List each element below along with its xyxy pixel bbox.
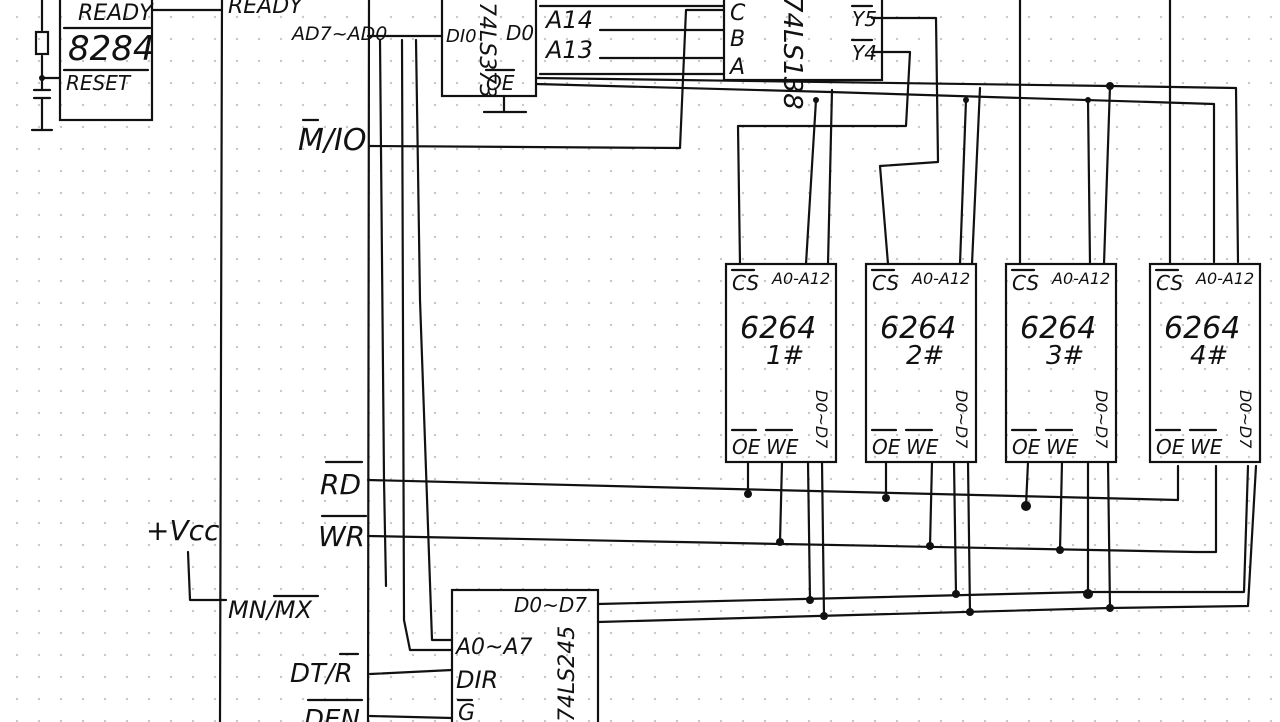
- ad-bus-label: AD7~AD0: [290, 23, 387, 45]
- latch-do-label: D0: [506, 21, 534, 45]
- memory-chip-body: [724, 262, 838, 464]
- cpu-ready-label: READY: [228, 0, 304, 19]
- memory-chip-we-label: WE: [1190, 435, 1223, 459]
- clock-generator-8284: READY 8284 RESET: [58, 0, 155, 122]
- memory-chip-we-label: WE: [906, 435, 939, 459]
- m-io-label: M/IO: [298, 123, 366, 158]
- memory-chip-index: 1#: [766, 341, 804, 371]
- latch-chip-name: 74LS373: [474, 2, 499, 98]
- reset-rc-network: [30, 0, 62, 132]
- mn-mx-label: MN/MX: [228, 596, 312, 624]
- clock-chip-name: 8284: [68, 29, 155, 69]
- decoder-address-inputs: A14 A13: [538, 4, 726, 76]
- dt-r-signal: DT/R: [290, 652, 360, 689]
- bus-wiring: [366, 34, 1258, 720]
- memory-chip-addr-label: A0-A12: [911, 269, 970, 288]
- memory-chip-name: 6264: [880, 311, 956, 346]
- memory-chip-name: 6264: [740, 311, 816, 346]
- memory-chip-cs-label: CS: [872, 271, 899, 295]
- den-signal: DEN: [304, 698, 364, 722]
- memory-chip-addr-label: A0-A12: [771, 269, 830, 288]
- memory-chip-data-label: D0~D7: [952, 390, 971, 449]
- memory-chip-oe-label: OE: [1012, 435, 1041, 459]
- rd-signal: RD: [320, 460, 364, 501]
- junction-dots: [744, 82, 1114, 620]
- wr-signal: WR: [318, 514, 368, 553]
- memory-chip-oe-label: OE: [1156, 435, 1185, 459]
- memory-chip-oe-label: OE: [872, 435, 901, 459]
- decoder-a-label: A: [728, 55, 745, 80]
- memory-chip-cs-label: CS: [732, 271, 759, 295]
- transceiver-a-label: A0~A7: [454, 635, 533, 660]
- dt-r-label: DT/R: [290, 659, 353, 689]
- memory-chip-data-label: D0~D7: [812, 390, 831, 449]
- a14-label: A14: [544, 6, 593, 34]
- memory-chip-index: 3#: [1046, 341, 1084, 371]
- memory-chip-body: [864, 262, 978, 464]
- decoder-b-label: B: [730, 27, 745, 52]
- memory-chip-oe-label: OE: [732, 435, 761, 459]
- memory-chip-cs-label: CS: [1156, 271, 1183, 295]
- a13-label: A13: [544, 36, 593, 64]
- rd-label: RD: [320, 468, 361, 501]
- memory-chip-index: 4#: [1190, 341, 1228, 371]
- memory-chip-cs-label: CS: [1012, 271, 1039, 295]
- memory-chip-data-label: D0~D7: [1092, 390, 1111, 449]
- transceiver-g-label: G: [458, 701, 475, 722]
- decoder-c-label: C: [730, 1, 746, 26]
- transceiver-chip-name: 74LS245: [555, 626, 580, 722]
- den-label: DEN: [304, 705, 360, 722]
- m-io-signal: M/IO: [298, 118, 366, 158]
- vcc-connection: +Vcc: [146, 514, 228, 602]
- memory-chip-name: 6264: [1164, 311, 1240, 346]
- wr-label: WR: [318, 520, 365, 553]
- latch-74ls373: DI0 D0 OE 74LS373: [440, 0, 538, 114]
- memory-chip-body: [1004, 262, 1118, 464]
- memory-chip-we-label: WE: [1046, 435, 1079, 459]
- memory-chip-body: [1148, 262, 1262, 464]
- memory-chip-we-label: WE: [766, 435, 799, 459]
- transceiver-dir-label: DIR: [456, 666, 498, 694]
- memory-chip-addr-label: A0-A12: [1051, 269, 1110, 288]
- decoder-chip-name: 74LS138: [777, 0, 807, 110]
- transceiver-74ls245: D0~D7 A0~A7 DIR G 74LS245: [450, 588, 600, 722]
- vcc-label: +Vcc: [146, 514, 220, 547]
- memory-chip-index: 2#: [906, 341, 944, 371]
- clock-reset-label: RESET: [66, 71, 132, 95]
- latch-di-label: DI0: [446, 26, 477, 47]
- transceiver-d-label: D0~D7: [514, 593, 587, 617]
- latch-oe-label: OE: [486, 71, 515, 95]
- mn-mx-signal: MN/MX: [228, 594, 320, 624]
- memory-chip-name: 6264: [1020, 311, 1096, 346]
- clock-ready-label: READY: [78, 1, 154, 26]
- chip-select-wiring: [736, 0, 1172, 618]
- memory-chip-addr-label: A0-A12: [1195, 269, 1254, 288]
- memory-chip-data-label: D0~D7: [1236, 390, 1255, 449]
